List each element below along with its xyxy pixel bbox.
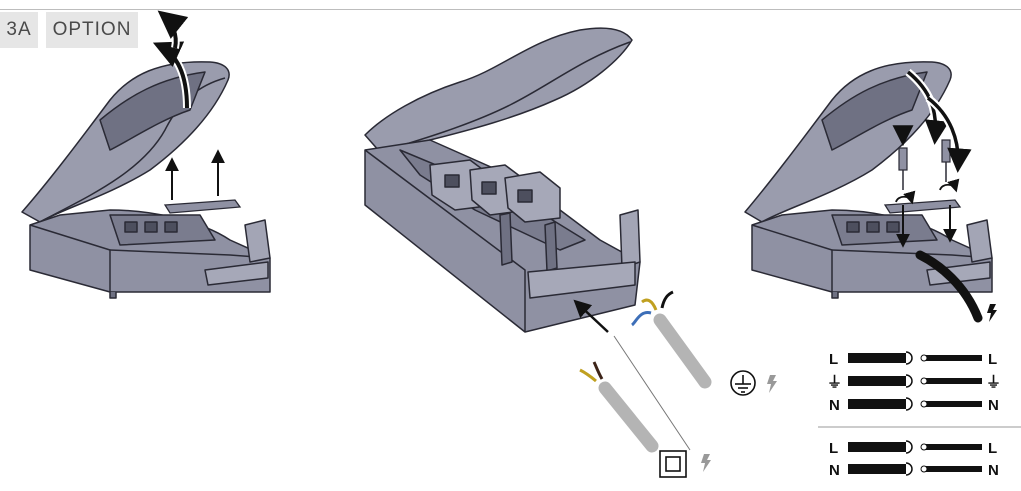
wiring-legend-2-core: L L N N xyxy=(829,440,999,479)
wire-label-right: N xyxy=(988,397,999,414)
strain-relief-bar xyxy=(163,199,242,214)
housing-open-right xyxy=(744,61,993,299)
lightning-bolt-icon xyxy=(767,375,777,393)
tighten-arrow xyxy=(895,190,916,205)
double-insulation-icon xyxy=(659,450,687,478)
protective-earth-icon xyxy=(730,370,756,396)
wiring-legend-3-core: L L ⏚ ⏚ N N xyxy=(827,351,1001,414)
wiring-row: N N xyxy=(829,397,999,414)
option-label: OPTION xyxy=(46,12,138,48)
wiring-row: L L xyxy=(829,440,997,457)
screwdriver-icon xyxy=(941,139,951,182)
wiring-row: L L xyxy=(829,351,997,368)
housing-open-center xyxy=(364,27,641,333)
wire-label-right: L xyxy=(988,351,997,368)
wire-label-right: N xyxy=(988,462,999,479)
insert-arrow xyxy=(573,299,609,333)
wire-label-left: L xyxy=(829,440,838,457)
screwdriver-icon xyxy=(892,125,914,190)
wire-label-right: L xyxy=(988,440,997,457)
lightning-bolt-icon xyxy=(701,454,711,472)
close-lid-arrow xyxy=(926,96,972,173)
housing-open-left xyxy=(21,61,271,299)
open-lid-arrow xyxy=(152,41,189,109)
tighten-arrow xyxy=(939,178,960,193)
separator-line xyxy=(613,335,691,451)
wire-label-left: N xyxy=(829,462,840,479)
open-lid-arrow xyxy=(157,10,189,49)
black-cable xyxy=(915,250,983,323)
wire-label-left: L xyxy=(829,351,838,368)
step-label: 3A xyxy=(0,12,38,48)
lightning-bolt-icon xyxy=(987,304,997,322)
wire-label-right: ⏚ xyxy=(986,374,1001,391)
cable-3-core xyxy=(630,290,712,389)
wire-label-left: N xyxy=(829,397,840,414)
cable-2-core xyxy=(579,361,659,453)
wiring-row: ⏚ ⏚ xyxy=(827,374,1001,391)
wiring-row: N N xyxy=(829,462,999,479)
header-divider xyxy=(0,9,1021,10)
wire-label-left: ⏚ xyxy=(827,374,842,391)
